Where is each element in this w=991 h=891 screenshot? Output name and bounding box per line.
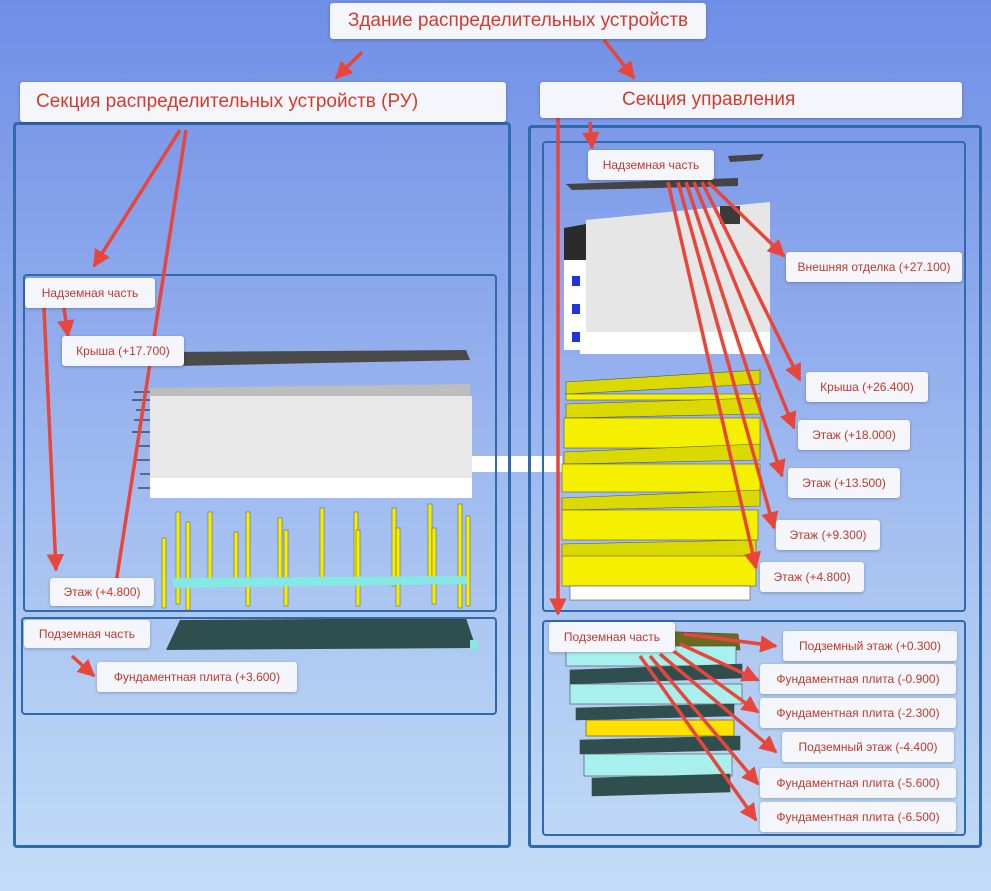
ru-below-label: Подземная часть (24, 620, 150, 648)
arrow-ctrl-fl93 (676, 181, 779, 530)
arrow-ctrl-b5 (648, 654, 760, 786)
ctrl-section-frame (528, 125, 982, 848)
ctrl-section-title: Секция управления (540, 82, 962, 118)
ru-foundation-label: Фундаментная плита (+3.600) (97, 662, 297, 692)
ctrl-below-item-6: Фундаментная плита (-6.500) (760, 802, 956, 832)
ru-foundation-edge (470, 640, 478, 650)
ru-above-frame (23, 274, 497, 612)
ctrl-below-frame (542, 620, 966, 836)
ctrl-above-frame (542, 141, 966, 612)
ru-wall-bottom (150, 478, 472, 498)
main-title: Здание распределительных устройств (330, 3, 706, 39)
ctrl-window-1 (572, 276, 580, 286)
arrow-ctrl-b2 (679, 642, 760, 682)
ru-section-frame (13, 122, 511, 848)
ctrl-above-item-5: Этаж (+9.300) (776, 520, 880, 550)
arrow-ctrl-roof (700, 181, 802, 382)
ru-floor-beam (172, 576, 468, 588)
ru-floor-label: Этаж (+4.800) (50, 578, 154, 606)
ctrl-above-label: Надземная часть (588, 150, 714, 180)
arrow-ctrl-b4 (658, 652, 778, 754)
ctrl-above-item-6: Этаж (+4.800) (760, 562, 864, 592)
ru-roof-label: Крыша (+17.700) (62, 336, 184, 366)
arrow-ru-above-roof (57, 307, 75, 338)
ctrl-above-item-4: Этаж (+13.500) (788, 468, 900, 498)
arrow-ctrl-b1 (683, 632, 778, 653)
ctrl-below-label: Подземная часть (549, 622, 675, 652)
ctrl-top-plate-small (728, 154, 764, 162)
ctrl-window-2 (572, 304, 580, 314)
ctrl-above-item-2: Крыша (+26.400) (806, 372, 928, 402)
arrow-ctrl-b3 (670, 648, 760, 714)
ru-foundation-slab (166, 618, 476, 650)
arrow-ru-to-above (92, 129, 182, 268)
ru-section-title: Секция распределительных устройств (РУ) (20, 82, 506, 122)
ctrl-above-item-3: Этаж (+18.000) (798, 420, 910, 450)
ctrl-model-above (561, 154, 770, 601)
arrow-ctrl-fl48 (666, 181, 762, 570)
arrow-ru-above-floor (42, 307, 65, 572)
arrow-ctrl-finish (706, 180, 786, 258)
ctrl-below-item-5: Фундаментная плита (-5.600) (760, 768, 956, 798)
ctrl-above-item-1: Внешняя отделка (+27.100) (786, 252, 962, 282)
arrow-ctrl-fl18 (692, 181, 797, 430)
arrow-title-to-ctrl (602, 38, 636, 80)
ctrl-below-item-2: Фундаментная плита (-0.900) (760, 664, 956, 694)
ru-connector (472, 456, 562, 472)
ru-above-label: Надземная часть (25, 278, 155, 308)
ctrl-yellow-slabs (561, 369, 761, 601)
arrow-ru-below-found (70, 654, 96, 678)
ru-wall-block (150, 396, 472, 478)
ctrl-below-item-1: Подземный этаж (+0.300) (783, 631, 957, 661)
arrow-ctrl-to-above (582, 121, 600, 150)
ru-roof-slab (170, 350, 470, 366)
ru-below-frame (21, 617, 497, 715)
ctrl-below-item-4: Подземный этаж (-4.400) (782, 732, 954, 762)
arrow-ctrl-b6 (638, 654, 758, 822)
ctrl-window-3 (572, 332, 580, 342)
ru-columns (161, 503, 471, 611)
ctrl-below-item-3: Фундаментная плита (-2.300) (760, 698, 956, 728)
arrow-title-to-ru (334, 50, 364, 80)
arrow-ctrl-fl135 (684, 181, 786, 478)
ctrl-facade (586, 202, 770, 344)
ru-model (132, 350, 562, 650)
